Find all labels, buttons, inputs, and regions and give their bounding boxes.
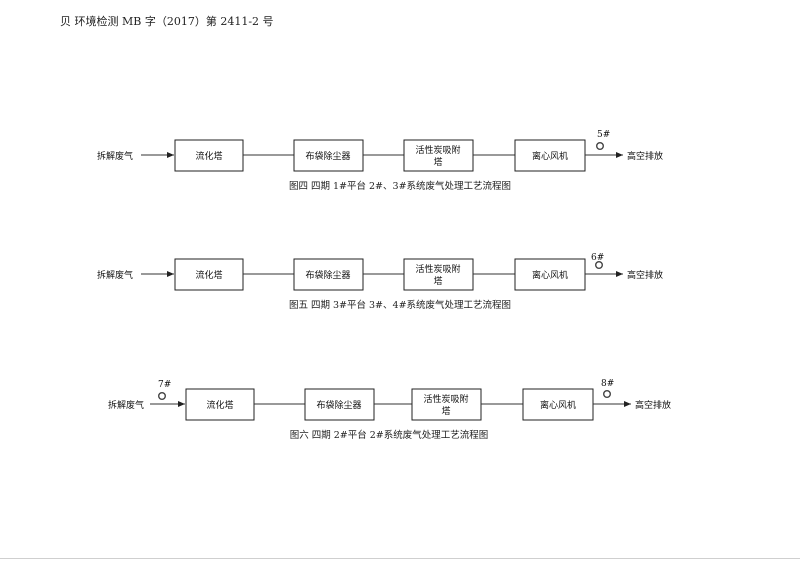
- carbon-adsorption-label-1: 活性炭吸附: [423, 393, 468, 405]
- centrifugal-fan-box: [522, 388, 594, 421]
- centrifugal-fan-label: 离心风机: [540, 399, 576, 411]
- fluidized-tower-label: 流化塔: [206, 399, 233, 411]
- monitoring-point-label: 7#: [158, 380, 171, 390]
- fluidized-tower-label: 流化塔: [195, 269, 222, 281]
- bag-filter-label: 布袋除尘器: [316, 399, 361, 411]
- carbon-adsorption-box: [403, 258, 474, 291]
- carbon-adsorption-label-2: 塔: [433, 156, 442, 168]
- bag-filter-box: [304, 388, 375, 421]
- fluidized-tower-box: [174, 258, 244, 291]
- monitoring-point-label: 8#: [601, 379, 614, 389]
- fluidized-tower-box: [185, 388, 255, 421]
- centrifugal-fan-label: 离心风机: [532, 269, 568, 281]
- page-header: 贝 环境检测 MB 字（2017）第 2411-2 号: [60, 15, 274, 28]
- input-label: 拆解废气: [97, 150, 133, 162]
- bag-filter-box: [293, 258, 364, 291]
- flow-diagram-1: 拆解废气 流化塔 布袋除尘器 活性炭吸附 塔 离心风机 高空排放 5# 图四 四…: [97, 130, 663, 192]
- monitoring-point-icon: [596, 141, 605, 150]
- carbon-adsorption-box: [403, 139, 474, 172]
- input-label: 拆解废气: [97, 269, 133, 281]
- carbon-adsorption-label-1: 活性炭吸附: [415, 144, 460, 156]
- bag-filter-label: 布袋除尘器: [305, 269, 350, 281]
- carbon-adsorption-label-2: 塔: [433, 275, 442, 287]
- output-label: 高空排放: [627, 269, 663, 281]
- output-label: 高空排放: [627, 150, 663, 162]
- output-label: 高空排放: [635, 399, 671, 411]
- carbon-adsorption-label-2: 塔: [441, 405, 450, 417]
- monitoring-point-icon: [603, 390, 612, 399]
- diagram-caption: 图五 四期 3#平台 3#、4#系统废气处理工艺流程图: [289, 299, 511, 311]
- flow-diagram-3: 拆解废气 7# 流化塔 布袋除尘器 活性炭吸附 塔 离心风机 高空排放 8# 图…: [108, 379, 671, 441]
- centrifugal-fan-box: [514, 139, 586, 172]
- flow-diagram-2: 拆解废气 流化塔 布袋除尘器 活性炭吸附 塔 离心风机 高空排放 6# 图五 四…: [97, 253, 663, 311]
- centrifugal-fan-box: [514, 258, 586, 291]
- carbon-adsorption-box: [411, 388, 482, 421]
- diagram-caption: 图六 四期 2#平台 2#系统废气处理工艺流程图: [290, 429, 489, 441]
- fluidized-tower-label: 流化塔: [195, 150, 222, 162]
- diagram-caption: 图四 四期 1#平台 2#、3#系统废气处理工艺流程图: [289, 180, 511, 192]
- monitoring-point-label: 6#: [591, 253, 604, 263]
- centrifugal-fan-label: 离心风机: [532, 150, 568, 162]
- fluidized-tower-box: [174, 139, 244, 172]
- monitoring-point-label: 5#: [597, 130, 610, 140]
- monitoring-point-icon: [157, 392, 166, 401]
- bag-filter-label: 布袋除尘器: [305, 150, 350, 162]
- carbon-adsorption-label-1: 活性炭吸附: [415, 263, 460, 275]
- page-bottom-rule: [0, 558, 800, 559]
- monitoring-point-icon: [595, 261, 604, 270]
- input-label: 拆解废气: [108, 399, 144, 411]
- bag-filter-box: [293, 139, 364, 172]
